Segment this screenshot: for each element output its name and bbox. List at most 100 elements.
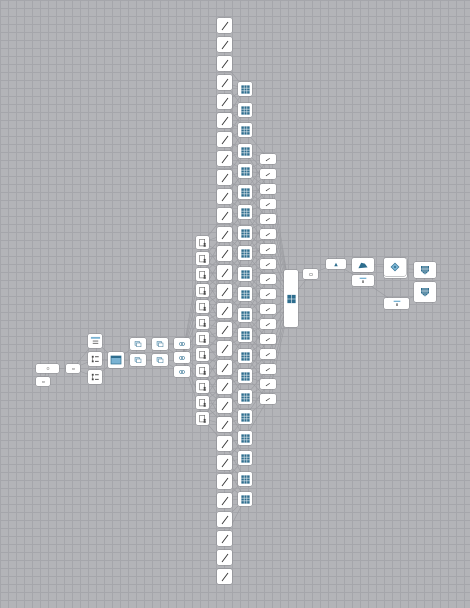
node-slash-26[interactable] (217, 493, 232, 508)
node-grid-12[interactable] (238, 308, 252, 322)
node-pencil-13[interactable] (260, 334, 276, 344)
node-layers[interactable] (152, 338, 168, 350)
node-slash-15[interactable] (217, 284, 232, 299)
node-document-person-11[interactable] (196, 396, 209, 409)
node-small-square[interactable] (66, 364, 80, 373)
node-slash-7[interactable] (217, 132, 232, 147)
node-document-person-3[interactable] (196, 268, 209, 281)
node-pencil-4[interactable] (260, 199, 276, 209)
node-grid-7[interactable] (238, 205, 252, 219)
node-small-square[interactable] (36, 377, 50, 386)
node-pencil-5[interactable] (260, 214, 276, 224)
node-pencil-8[interactable] (260, 259, 276, 269)
node-grid-11[interactable] (238, 287, 252, 301)
node-layers[interactable] (130, 354, 146, 366)
node-grid-14[interactable] (238, 349, 252, 363)
node-pencil-10[interactable] (260, 289, 276, 299)
node-layers[interactable] (130, 338, 146, 350)
node-tag-dots[interactable] (384, 258, 406, 276)
node-grid-17[interactable] (238, 410, 252, 424)
node-slash-3[interactable] (217, 56, 232, 71)
node-grid-18[interactable] (238, 431, 252, 445)
node-slash-29[interactable] (217, 550, 232, 565)
node-document-person-7[interactable] (196, 332, 209, 345)
node-grid-9[interactable] (238, 246, 252, 260)
node-pencil-14[interactable] (260, 349, 276, 359)
node-grid-13[interactable] (238, 328, 252, 342)
node-slash-20[interactable] (217, 379, 232, 394)
node-slash-10[interactable] (217, 189, 232, 204)
node-grid-16[interactable] (238, 390, 252, 404)
node-grid-10[interactable] (238, 267, 252, 281)
node-grid-6[interactable] (238, 185, 252, 199)
node-slash-23[interactable] (217, 436, 232, 451)
node-window[interactable] (108, 352, 124, 368)
node-slash-14[interactable] (217, 265, 232, 280)
node-slash-18[interactable] (217, 341, 232, 356)
node-grid-3[interactable] (238, 123, 252, 137)
node-pencil-7[interactable] (260, 244, 276, 254)
node-document-person-9[interactable] (196, 364, 209, 377)
node-grid-5[interactable] (238, 164, 252, 178)
node-slash-1[interactable] (217, 18, 232, 33)
node-document-person-12[interactable] (196, 412, 209, 425)
node-grid-21[interactable] (238, 492, 252, 506)
node-slash-16[interactable] (217, 303, 232, 318)
node-panel-grid[interactable] (284, 270, 298, 327)
node-slash-19[interactable] (217, 360, 232, 375)
node-grid-4[interactable] (238, 144, 252, 158)
node-document-person-5[interactable] (196, 300, 209, 313)
node-slash-24[interactable] (217, 455, 232, 470)
node-slash-8[interactable] (217, 151, 232, 166)
node-pencil-6[interactable] (260, 229, 276, 239)
node-slash-28[interactable] (217, 531, 232, 546)
node-flag[interactable] (352, 258, 374, 272)
node-grid-20[interactable] (238, 472, 252, 486)
node-slash-9[interactable] (217, 170, 232, 185)
node-slash-11[interactable] (217, 208, 232, 223)
node-layers[interactable] (152, 354, 168, 366)
node-grid-2[interactable] (238, 103, 252, 117)
node-grid-19[interactable] (238, 451, 252, 465)
node-slash-5[interactable] (217, 94, 232, 109)
node-link[interactable] (174, 338, 190, 349)
node-triangle[interactable] (326, 259, 346, 269)
node-grid-1[interactable] (238, 82, 252, 96)
node-list-tree[interactable] (88, 370, 102, 384)
node-document-person-8[interactable] (196, 348, 209, 361)
node-slash-6[interactable] (217, 113, 232, 128)
node-grid-15[interactable] (238, 369, 252, 383)
node-pencil-1[interactable] (260, 154, 276, 164)
node-pencil-9[interactable] (260, 274, 276, 284)
node-list-tree[interactable] (88, 352, 102, 366)
node-rounded-rect[interactable] (36, 364, 59, 373)
node-slash-21[interactable] (217, 398, 232, 413)
node-grid-8[interactable] (238, 226, 252, 240)
node-pencil-2[interactable] (260, 169, 276, 179)
node-slash-12[interactable] (217, 227, 232, 242)
node-slash-27[interactable] (217, 512, 232, 527)
node-slash-4[interactable] (217, 75, 232, 90)
node-pencil-12[interactable] (260, 319, 276, 329)
node-slash-2[interactable] (217, 37, 232, 52)
node-slash-22[interactable] (217, 417, 232, 432)
node-document-person-1[interactable] (196, 236, 209, 249)
node-link[interactable] (174, 366, 190, 377)
node-pill[interactable] (303, 269, 318, 279)
node-label[interactable] (384, 298, 409, 309)
node-shield-grid[interactable] (414, 262, 436, 278)
node-slash-17[interactable] (217, 322, 232, 337)
node-slash-13[interactable] (217, 246, 232, 261)
node-link[interactable] (174, 352, 190, 363)
node-pencil-15[interactable] (260, 364, 276, 374)
node-document-person-6[interactable] (196, 316, 209, 329)
node-pencil-3[interactable] (260, 184, 276, 194)
node-rows[interactable] (88, 334, 102, 348)
node-document-person-2[interactable] (196, 252, 209, 265)
node-slash-30[interactable] (217, 569, 232, 584)
node-slash-25[interactable] (217, 474, 232, 489)
node-document-person-10[interactable] (196, 380, 209, 393)
node-pencil-11[interactable] (260, 304, 276, 314)
node-document-person-4[interactable] (196, 284, 209, 297)
node-pencil-16[interactable] (260, 379, 276, 389)
